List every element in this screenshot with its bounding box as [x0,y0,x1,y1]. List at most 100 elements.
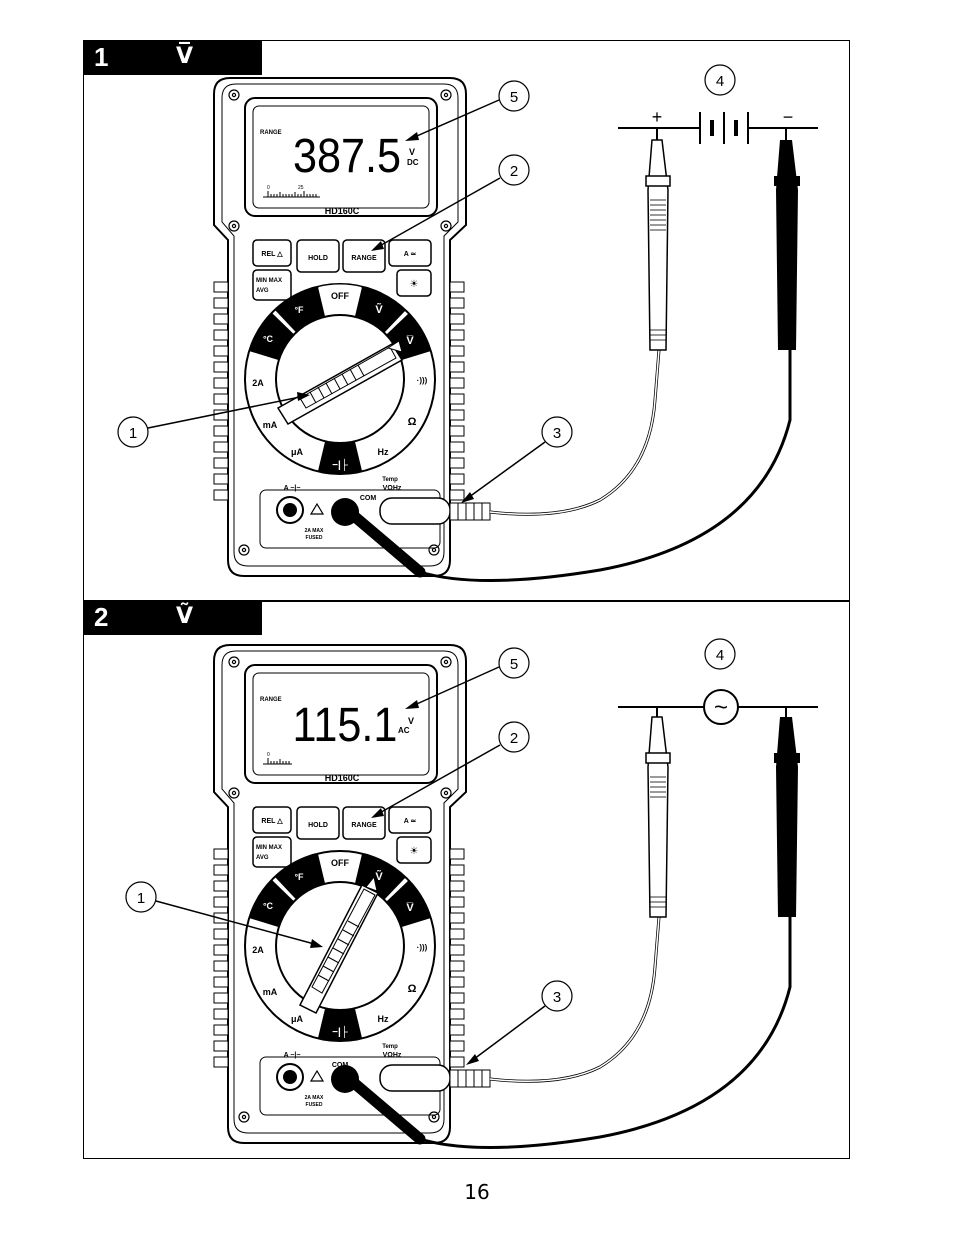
fuse-rating: 2A MAX [305,1095,324,1101]
dial-v-ac: Ṽ [375,870,383,883]
jack-com-label: COM [332,1062,349,1069]
input-jacks: A −|− COM Temp VΩHz 2A MAX FUSED [259,1044,441,1116]
callout-5: 5 [510,656,518,673]
lcd-unit-volts: V [408,716,414,726]
minmax-button[interactable]: MIN MAX [256,845,282,851]
step-2-mode-symbol: Ṽ [176,604,194,629]
dial-off: OFF [331,291,349,301]
jack-amp-label: A −|− [284,1052,301,1059]
rel-button[interactable]: REL △ [261,818,283,825]
lcd-unit-mode: AC [398,726,410,735]
dial-ohm: Ω [408,983,417,995]
callout-5: 5 [510,89,518,106]
page-number: 16 [464,1180,490,1204]
dial-v-ac: Ṽ [375,303,383,316]
lcd-range-indicator: RANGE [260,697,282,703]
dial-hz: Hz [378,447,389,457]
bargraph-tick-0: 0 [267,752,270,758]
dial-2-amp: 2A [252,378,264,388]
fuse-rating: 2A MAX [305,528,324,534]
step-1-number: 1 [94,42,109,72]
step-2-number: 2 [94,602,109,632]
dial-fahrenheit: °F [294,305,304,315]
dial-v-dc: V̅ [406,902,414,914]
dial-milliamp: mA [263,987,278,997]
ac-source-symbol: ~ [714,694,728,721]
dial-celsius: °C [263,901,274,911]
fuse-label: FUSED [306,1102,323,1108]
jack-vohm-label: VΩHz [383,485,402,492]
callouts: 5 2 4 1 3 [125,638,736,1065]
test-leads [331,707,800,1149]
range-button[interactable]: RANGE [351,255,377,262]
dial-capacitance: −|├ [332,1025,349,1039]
minus-terminal: − [783,107,794,127]
dial-continuity: ·))) [417,376,428,385]
bargraph [263,758,292,765]
model-label: HD160C [325,206,360,216]
button-panel: REL △ HOLD RANGE A ≃ MIN MAX AVG ☀ [252,806,432,868]
bargraph-tick-0: 0 [267,185,270,191]
dial-ohm: Ω [408,416,417,428]
lcd-unit-mode: DC [407,158,419,167]
warning-icon [309,1069,325,1082]
figure-frame [83,40,850,1159]
backlight-icon[interactable]: ☀ [410,846,419,857]
panel-2-illustration: RANGE 115.1 V AC 0 HD160C REL △ HOLD RAN… [125,638,818,1149]
fuse-label: FUSED [306,535,323,541]
step-1-tab: 1 V̅ [84,41,262,75]
ac-source: ~ [618,689,818,725]
dial-hz: Hz [378,1014,389,1024]
lcd-display: RANGE 115.1 V AC 0 HD160C [244,664,438,784]
selector-knob[interactable] [276,340,404,426]
callout-4: 4 [716,647,724,664]
selector-knob[interactable] [298,875,380,1015]
button-panel: REL △ HOLD RANGE A ≃ MIN MAX AVG ☀ [252,239,432,301]
backlight-icon[interactable]: ☀ [410,279,419,290]
lcd-reading: 115.1 [293,698,398,752]
dial-continuity: ·))) [417,943,428,952]
dial-microamp: μA [291,1014,304,1024]
dial-milliamp: mA [263,420,278,430]
lcd-reading: 387.5 [293,129,401,183]
jack-vohm-label: VΩHz [383,1052,402,1059]
plus-terminal: + [652,107,663,127]
hold-button[interactable]: HOLD [308,822,328,829]
range-button[interactable]: RANGE [351,822,377,829]
input-jacks: A −|− COM Temp VΩHz 2A MAX FUSED [259,477,441,549]
callout-3: 3 [553,425,561,442]
panel-divider [83,600,850,602]
amp-ac-button[interactable]: A ≃ [404,818,417,825]
model-label: HD160C [325,773,360,783]
warning-icon [309,502,325,515]
dial-celsius: °C [263,334,274,344]
amp-ac-button[interactable]: A ≃ [404,251,417,258]
dial-v-dc: V̅ [406,335,414,347]
callout-1: 1 [129,425,137,442]
step-2-tab: 2 Ṽ [84,601,262,635]
dial-microamp: μA [291,447,304,457]
callout-4: 4 [716,73,724,90]
callout-3: 3 [553,989,561,1006]
dial-off: OFF [331,858,349,868]
dial-fahrenheit: °F [294,872,304,882]
avg-label: AVG [256,288,269,294]
lcd-display: RANGE 387.5 V DC 0 25 HD160C [244,97,438,217]
test-leads [331,128,800,582]
dial-capacitance: −|├ [332,458,349,472]
jack-temp-label: Temp [382,477,398,483]
callout-2: 2 [510,730,518,747]
jack-amp-label: A −|− [284,485,301,492]
hold-button[interactable]: HOLD [308,255,328,262]
avg-label: AVG [256,855,269,861]
callouts: 5 2 4 1 3 [117,64,736,503]
panel-1-illustration: RANGE 387.5 V DC 0 25 HD160C REL △ HOLD … [117,64,818,582]
rel-button[interactable]: REL △ [261,251,283,258]
lcd-range-indicator: RANGE [260,130,282,136]
jack-temp-label: Temp [382,1044,398,1050]
minmax-button[interactable]: MIN MAX [256,278,282,284]
lcd-unit-volts: V [409,147,415,157]
bargraph-tick-25: 25 [298,185,304,191]
dial-2-amp: 2A [252,945,264,955]
bargraph [263,191,320,198]
